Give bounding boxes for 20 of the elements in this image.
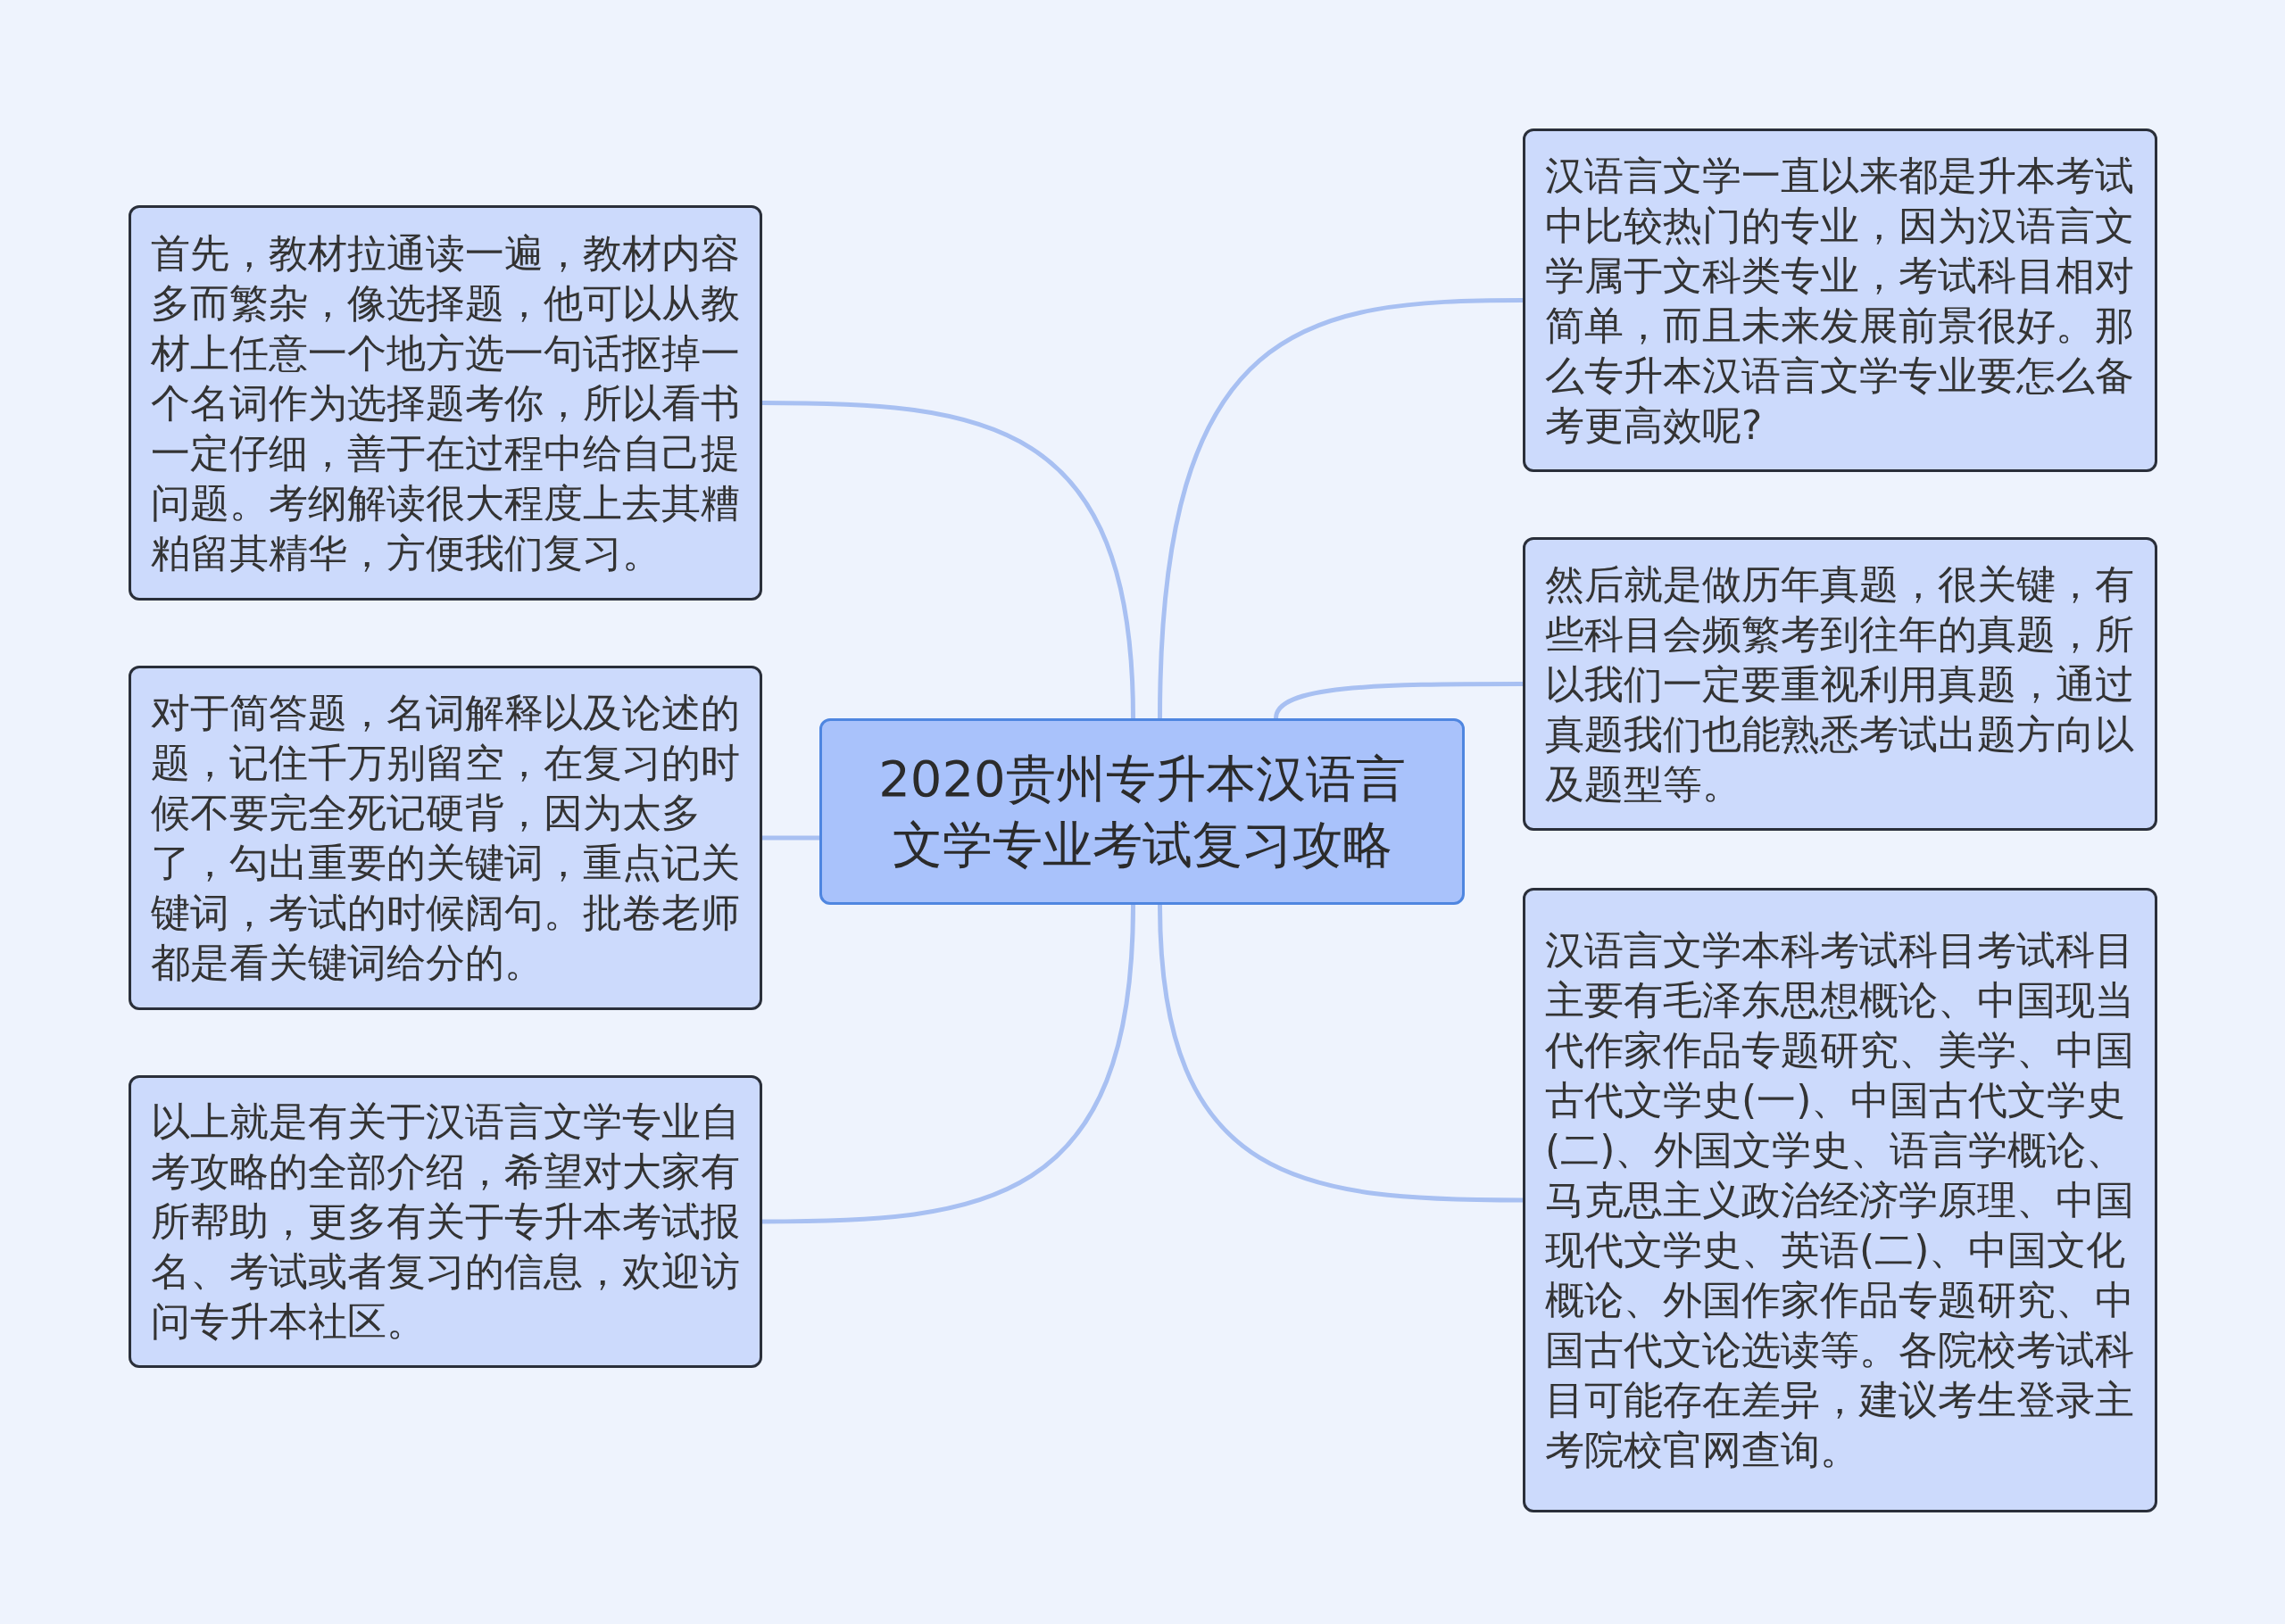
topic-text: 汉语言文学一直以来都是升本考试中比较热门的专业，因为汉语言文学属于文科类专业，考试科目相对简单，而且未来发展前景很好。那么专升本汉语言文学专业要怎么备考更高效呢? <box>1545 151 2135 450</box>
central-topic-box <box>819 718 1465 905</box>
central-topic-text: 2020贵州专升本汉语言文学专业考试复习攻略 <box>877 748 1407 875</box>
topic-box <box>129 205 762 601</box>
topic-text: 首先，教材拉通读一遍，教材内容多而繁杂，像选择题，他可以从教材上任意一个地方选一句话抠掉一个名词作为选择题考你，所以看书一定仔细，善于在过程中给自己提问题。考纲解读很大程度上去其糟粕留其精华，方便我们复习。 <box>151 228 740 577</box>
topic-box <box>129 1075 762 1368</box>
topic-box <box>1523 888 2157 1512</box>
topic-text: 以上就是有关于汉语言文学专业自考攻略的全部介绍，希望对大家有所帮助，更多有关于专升本考试报名、考试或者复习的信息，欢迎访问专升本社区。 <box>151 1098 740 1346</box>
connector-line <box>1158 298 1524 719</box>
topic-box <box>1523 537 2157 831</box>
connector-line <box>1274 682 1523 719</box>
connector-line <box>761 401 1135 719</box>
topic-box <box>129 666 762 1010</box>
topic-box <box>1523 128 2157 472</box>
topic-text: 汉语言文学本科考试科目考试科目主要有毛泽东思想概论、中国现当代作家作品专题研究、美学、中国古代文学史(一)、中国古代文学史(二)、外国文学史、语言学概论、马克思主义政治经济学原理、中国现代文学史、英语(二)、中国文化概论、外国作家作品专题研究、中国古代文论选读等。各院校考试科目可能存在差异，建议考生登录主考院校官网查询。 <box>1545 926 2135 1474</box>
connector-line <box>761 904 1135 1224</box>
connector-line <box>1158 904 1524 1203</box>
connector-line <box>762 835 819 841</box>
topic-text: 对于简答题，名词解释以及论述的题，记住千万别留空，在复习的时候不要完全死记硬背，因为太多了，勾出重要的关键词，重点记关键词，考试的时候阔句。批卷老师都是看关键词给分的。 <box>151 689 740 987</box>
topic-text: 然后就是做历年真题，很关键，有些科目会频繁考到往年的真题，所以我们一定要重视利用真题，通过真题我们也能熟悉考试出题方向以及题型等。 <box>1545 559 2135 808</box>
